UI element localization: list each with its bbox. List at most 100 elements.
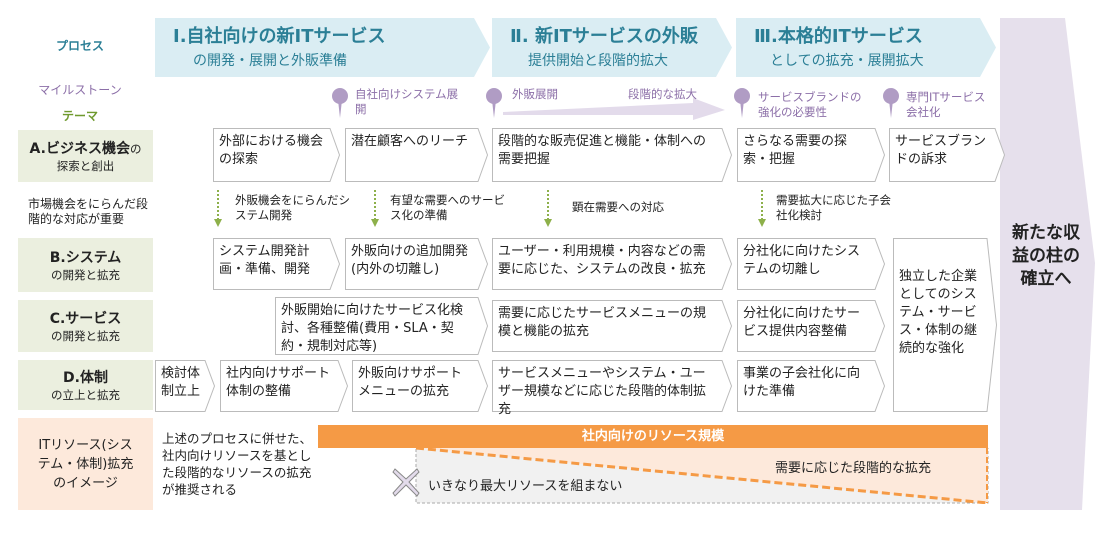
goal-text: 新たな収益の柱の確立へ [1012,223,1080,289]
milestone-label: マイルストーン [38,83,122,97]
chevron-outline [737,128,886,182]
it-resource-note: 上述のプロセスに併せた、社内向けリソースを基とした段階的なリソースの拡充が推奨さ… [162,431,313,497]
theme-d-subtitle: の立上と拡充 [51,388,120,402]
process-step-box: 外販向けサポートメニューの拡充 [352,360,489,412]
transition-note: 有望な需要へのサービス化の準備 [390,193,505,222]
chevron-outline [213,128,341,182]
chevron-outline [492,360,733,412]
chevron-outline [893,238,998,412]
process-step-text: サービスメニューやシステム・ユーザー規模などに応じた段階的体制拡充 [498,366,707,417]
process-step-text: 検討体制立上 [161,366,201,399]
theme-a-label: A.ビジネス機会の 探索と創出 [18,130,153,182]
chevron-outline [275,297,489,355]
process-step-box: 分社化に向けたサービス提供内容整備 [737,300,886,352]
process-step-box: 外販開始に向けたサービス化検討、各種整備(費用・SLA・契約・規制対応等) [275,297,489,355]
expansion-arrow-icon [503,98,725,120]
theme-d-label: D.体制の立上と拡充 [18,360,153,410]
theme-a-note: 市場機会をにらんだ段階的な対応が重要 [28,197,149,226]
chevron-outline [737,238,886,290]
phase-2-title: Ⅱ. 新ITサービスの外販 [510,26,698,47]
process-step-text: 分社化に向けたサービス提供内容整備 [743,306,861,339]
phase-1: Ⅰ.自社向けの新ITサービス の開発・展開と外販準備 [155,18,490,77]
process-step-text: システム開発計画・準備、開発 [219,244,311,277]
theme-a-title: A.ビジネス機会 [29,141,130,157]
chevron-outline [345,238,489,290]
process-step-text: 外部における機会の探索 [219,134,324,167]
down-arrow-icon [544,190,552,227]
chevron-outline [352,360,489,412]
process-step-box: ユーザー・利用規模・内容などの需要に応じた、システムの改良・拡充 [492,238,733,290]
phase-2-subtitle: 提供開始と段階的拡大 [528,53,668,69]
staged-expansion-label: 需要に応じた段階的な拡充 [775,461,932,476]
phase-1-title: Ⅰ.自社向けの新ITサービス [173,26,386,47]
phase-3: Ⅲ.本格的ITサービス としての拡充・展開拡大 [736,18,996,77]
chevron-outline [345,128,489,182]
process-step-box: 段階的な販売促進と機能・体制への需要把握 [492,128,733,182]
theme-b-subtitle: の開発と拡充 [51,268,120,282]
chevron-outline [220,360,349,412]
theme-d-title: D.体制 [63,370,108,386]
process-step-box: 外部における機会の探索 [213,128,341,182]
theme-a-subtitle: 探索と創出 [56,159,115,173]
chevron-outline [737,360,886,412]
process-step-text: 社内向けサポート体制の整備 [226,366,331,399]
process-step-box: 社内向けサポート体制の整備 [220,360,349,412]
internal-resource-bar: 社内向けのリソース規模 [318,425,988,448]
transition-note: 需要拡大に応じた子会社化検討 [776,193,891,222]
milestone-pin-icon [486,88,502,118]
chevron-outline [492,238,733,290]
milestone-2: 外販展開 [512,87,558,101]
goal-arrow [1000,18,1095,510]
down-arrow-icon [371,190,379,227]
process-step-text: 事業の子会社化に向けた準備 [743,366,861,399]
milestone-4: 専門ITサービス会社化 [906,90,986,119]
phase-3-title: Ⅲ.本格的ITサービス [754,26,923,47]
down-arrow-icon [214,190,222,227]
process-step-text: 外販向けサポートメニューの拡充 [358,366,463,399]
milestone-pin-icon [883,88,899,118]
phase-1-subtitle: の開発・展開と外販準備 [193,53,347,69]
chevron-outline [155,360,216,412]
process-step-box: さらなる需要の探索・把握 [737,128,886,182]
process-step-text: さらなる需要の探索・把握 [743,134,848,167]
theme-c-subtitle: の開発と拡充 [51,329,120,343]
milestone-1: 自社向けシステム展開 [355,87,459,116]
chevron-outline [492,128,733,182]
process-step-text: ユーザー・利用規模・内容などの需要に応じた、システムの改良・拡充 [498,244,706,277]
chevron-outline [889,128,1006,182]
process-step-box: サービスメニューやシステム・ユーザー規模などに応じた段階的体制拡充 [492,360,733,417]
transition-note: 顕在需要への対応 [572,200,664,214]
theme-b-title: B.システム [49,250,122,266]
theme-label: テーマ [61,109,98,123]
independent-company-text: 独立した企業としてのシステム・サービス・体制の継続的な強化 [899,269,978,356]
process-step-box: サービスブランドの訴求 [889,128,1006,182]
no-max-resource-label: いきなり最大リソースを組まない [428,479,623,494]
transition-note: 外販機会をにらんだシステム開発 [235,193,350,222]
process-step-text: 潜在顧客へのリーチ [351,134,469,149]
process-step-text: 需要に応じたサービスメニューの規模と機能の拡充 [498,306,707,339]
independent-company-box: 独立した企業としてのシステム・サービス・体制の継続的な強化 [893,238,998,412]
process-step-text: 分社化に向けたシステムの切離し [743,244,861,277]
process-step-box: 分社化に向けたシステムの切離し [737,238,886,290]
process-step-text: 外販向けの追加開発(内外の切離し) [351,244,469,277]
process-step-text: 段階的な販売促進と機能・体制への需要把握 [498,134,707,167]
phase-2: Ⅱ. 新ITサービスの外販 提供開始と段階的拡大 [492,18,732,77]
process-step-text: サービスブランドの訴求 [895,134,987,167]
theme-c-title: C.サービス [49,311,122,327]
milestone-pin-icon [734,88,750,118]
chevron-outline [213,238,341,290]
process-step-box: 潜在顧客へのリーチ [345,128,489,182]
process-step-box: 需要に応じたサービスメニューの規模と機能の拡充 [492,300,733,352]
it-resource-label: ITリソース(システム・体制)拡充のイメージ [18,418,153,510]
chevron-outline [737,300,886,352]
down-arrow-icon [758,190,766,227]
staged-expansion-area [415,448,989,504]
theme-c-label: C.サービスの開発と拡充 [18,300,153,352]
process-label: プロセス [55,39,104,53]
milestone-pin-icon [332,88,348,118]
expansion-label: 段階的な拡大 [628,87,697,101]
milestone-3: サービスブランドの強化の必要性 [758,90,862,119]
theme-b-label: B.システムの開発と拡充 [18,238,153,292]
process-step-text: 外販開始に向けたサービス化検討、各種整備(費用・SLA・契約・規制対応等) [281,303,464,354]
